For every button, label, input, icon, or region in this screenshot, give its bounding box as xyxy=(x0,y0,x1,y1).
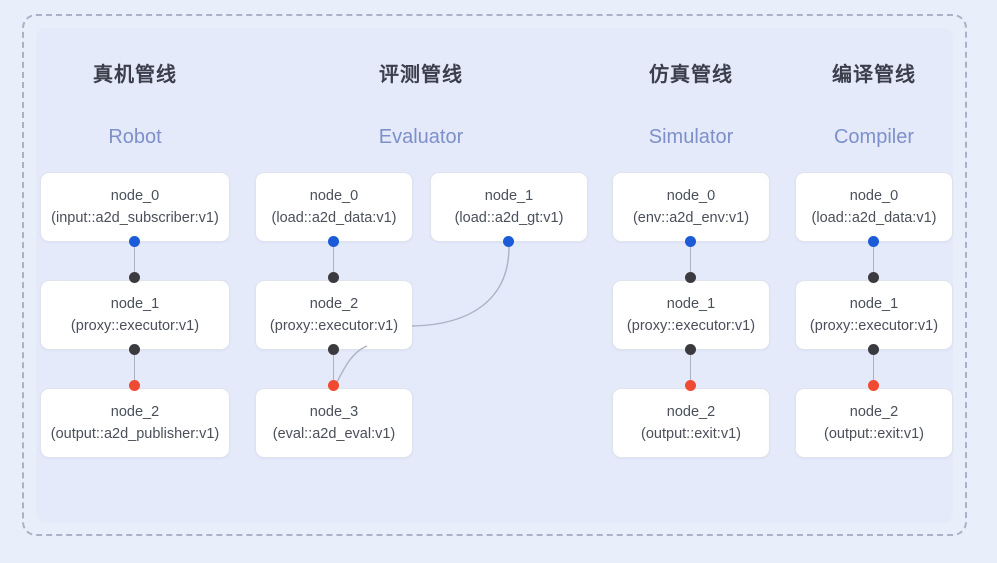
node-robot-0-type: (input::a2d_subscriber:v1) xyxy=(51,210,219,226)
column-title-cn-evaluator: 评测管线 xyxy=(379,64,463,86)
node-robot-2-name: node_2 xyxy=(110,404,160,420)
node-robot-2[interactable]: node_2 (output::a2d_publisher:v1) xyxy=(40,388,230,458)
port-simulator-1-out[interactable] xyxy=(685,344,696,355)
port-robot-1-out[interactable] xyxy=(129,344,140,355)
column-subtitle-simulator: Simulator xyxy=(612,124,770,150)
node-evaluator-0-name: node_0 xyxy=(309,188,359,204)
node-simulator-2[interactable]: node_2 (output::exit:v1) xyxy=(612,388,770,458)
node-compiler-2-type: (output::exit:v1) xyxy=(824,426,924,442)
node-evaluator-2-type: (proxy::executor:v1) xyxy=(269,318,399,334)
column-header-evaluator: 评测管线 xyxy=(326,62,516,88)
edge-compiler-0-to-1 xyxy=(873,241,875,277)
node-simulator-2-type: (output::exit:v1) xyxy=(641,426,741,442)
node-simulator-1-name: node_1 xyxy=(666,296,716,312)
port-evaluator-1-out[interactable] xyxy=(503,236,514,247)
column-subtitle-robot: Robot xyxy=(40,124,230,150)
node-evaluator-1-name: node_1 xyxy=(484,188,534,204)
node-simulator-1-type: (proxy::executor:v1) xyxy=(626,318,756,334)
node-evaluator-1[interactable]: node_1 (load::a2d_gt:v1) xyxy=(430,172,588,242)
column-header-compiler: 编译管线 xyxy=(795,62,953,88)
edge-robot-0-to-1 xyxy=(134,241,136,277)
column-subtitle-compiler: Compiler xyxy=(795,124,953,150)
node-evaluator-3-name: node_3 xyxy=(309,404,359,420)
node-robot-0-name: node_0 xyxy=(110,188,160,204)
node-compiler-1-name: node_1 xyxy=(849,296,899,312)
column-subtitle-evaluator: Evaluator xyxy=(326,124,516,150)
node-evaluator-3-type: (eval::a2d_eval:v1) xyxy=(272,426,396,442)
column-title-en-robot: Robot xyxy=(108,126,162,148)
edge-evaluator-0-to-2 xyxy=(333,241,335,277)
port-robot-2-in[interactable] xyxy=(129,380,140,391)
column-title-cn-simulator: 仿真管线 xyxy=(649,64,733,86)
node-evaluator-2[interactable]: node_2 (proxy::executor:v1) xyxy=(255,280,413,350)
port-compiler-1-out[interactable] xyxy=(868,344,879,355)
node-evaluator-0-type: (load::a2d_data:v1) xyxy=(271,210,397,226)
node-robot-1[interactable]: node_1 (proxy::executor:v1) xyxy=(40,280,230,350)
node-simulator-0[interactable]: node_0 (env::a2d_env:v1) xyxy=(612,172,770,242)
edge-evaluator-2-to-3 xyxy=(333,349,335,385)
port-evaluator-2-in[interactable] xyxy=(328,272,339,283)
node-evaluator-3[interactable]: node_3 (eval::a2d_eval:v1) xyxy=(255,388,413,458)
column-title-en-compiler: Compiler xyxy=(833,126,915,148)
node-compiler-1-type: (proxy::executor:v1) xyxy=(809,318,939,334)
column-header-robot: 真机管线 xyxy=(40,62,230,88)
node-compiler-0[interactable]: node_0 (load::a2d_data:v1) xyxy=(795,172,953,242)
node-evaluator-0[interactable]: node_0 (load::a2d_data:v1) xyxy=(255,172,413,242)
port-evaluator-3-in[interactable] xyxy=(328,380,339,391)
port-evaluator-2-out[interactable] xyxy=(328,344,339,355)
node-simulator-0-name: node_0 xyxy=(666,188,716,204)
port-simulator-1-in[interactable] xyxy=(685,272,696,283)
node-compiler-2[interactable]: node_2 (output::exit:v1) xyxy=(795,388,953,458)
node-robot-1-name: node_1 xyxy=(110,296,160,312)
node-compiler-2-name: node_2 xyxy=(849,404,899,420)
column-title-cn-robot: 真机管线 xyxy=(93,64,177,86)
port-simulator-2-in[interactable] xyxy=(685,380,696,391)
node-robot-2-type: (output::a2d_publisher:v1) xyxy=(50,426,220,442)
node-compiler-0-name: node_0 xyxy=(849,188,899,204)
node-robot-0[interactable]: node_0 (input::a2d_subscriber:v1) xyxy=(40,172,230,242)
column-title-cn-compiler: 编译管线 xyxy=(832,64,916,86)
edge-robot-1-to-2 xyxy=(134,349,136,385)
port-compiler-2-in[interactable] xyxy=(868,380,879,391)
node-evaluator-2-name: node_2 xyxy=(309,296,359,312)
port-compiler-1-in[interactable] xyxy=(868,272,879,283)
column-header-simulator: 仿真管线 xyxy=(612,62,770,88)
port-simulator-0-out[interactable] xyxy=(685,236,696,247)
node-compiler-0-type: (load::a2d_data:v1) xyxy=(811,210,937,226)
column-title-en-evaluator: Evaluator xyxy=(378,126,464,148)
node-robot-1-type: (proxy::executor:v1) xyxy=(70,318,200,334)
edge-simulator-0-to-1 xyxy=(690,241,692,277)
node-simulator-1[interactable]: node_1 (proxy::executor:v1) xyxy=(612,280,770,350)
node-compiler-1[interactable]: node_1 (proxy::executor:v1) xyxy=(795,280,953,350)
node-simulator-2-name: node_2 xyxy=(666,404,716,420)
port-robot-0-out[interactable] xyxy=(129,236,140,247)
edge-compiler-1-to-2 xyxy=(873,349,875,385)
edge-simulator-1-to-2 xyxy=(690,349,692,385)
port-robot-1-in[interactable] xyxy=(129,272,140,283)
node-simulator-0-type: (env::a2d_env:v1) xyxy=(632,210,750,226)
port-evaluator-0-out[interactable] xyxy=(328,236,339,247)
node-evaluator-1-type: (load::a2d_gt:v1) xyxy=(454,210,564,226)
port-compiler-0-out[interactable] xyxy=(868,236,879,247)
column-title-en-simulator: Simulator xyxy=(648,126,734,148)
